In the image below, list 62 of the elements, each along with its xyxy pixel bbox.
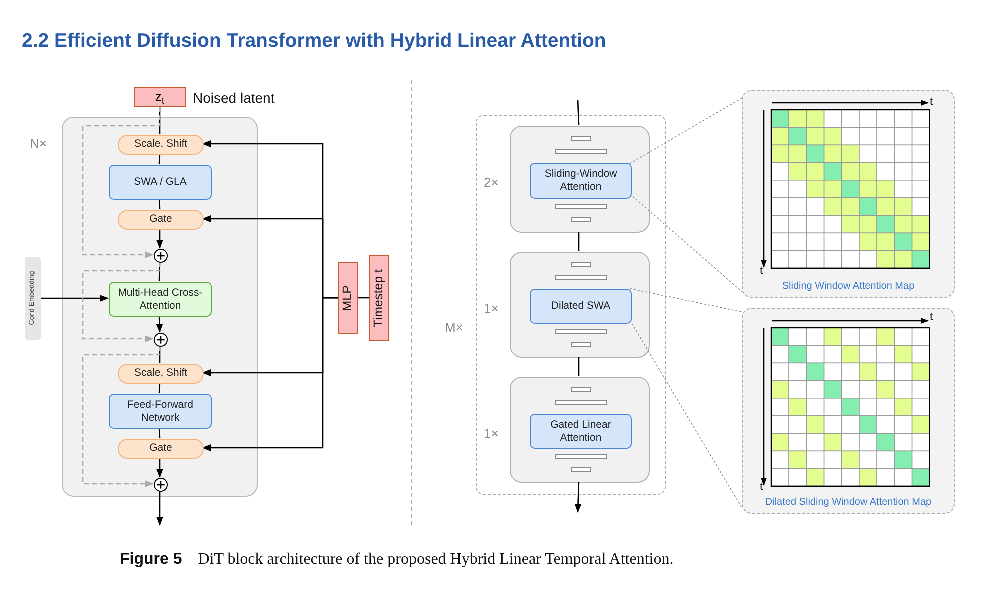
attention-map-panel bbox=[742, 308, 955, 514]
arrow bbox=[41, 295, 109, 302]
connector-line bbox=[158, 382, 161, 394]
axis-label: t bbox=[760, 265, 764, 277]
arrow bbox=[82, 107, 161, 258]
repeat-count: 2× bbox=[484, 174, 499, 192]
attention-box bbox=[530, 163, 632, 199]
connector-line bbox=[158, 428, 161, 438]
repeat-count: 1× bbox=[484, 425, 499, 443]
node-label: Gate bbox=[148, 212, 174, 228]
connector-line bbox=[578, 232, 580, 251]
connector-line bbox=[358, 297, 369, 299]
section-title: 2.2 Efficient Diffusion Transformer with Hybrid Linear Attention bbox=[22, 29, 606, 54]
axis-label: t bbox=[930, 311, 934, 323]
vertical-box bbox=[369, 255, 389, 341]
node-label: Gate bbox=[148, 441, 174, 456]
figure-caption: Figure 5 DiT block architecture of the proposed Hybrid Linear Temporal Attention. bbox=[120, 550, 674, 570]
node-label: SWA / GLA bbox=[133, 176, 188, 189]
node-label: Scale, Shift bbox=[133, 137, 189, 152]
arrow bbox=[156, 316, 164, 333]
arrow bbox=[156, 458, 164, 478]
connector-line bbox=[577, 100, 580, 126]
attention-box bbox=[530, 414, 632, 449]
attention-box bbox=[530, 289, 632, 324]
arrow bbox=[156, 229, 164, 249]
arrow bbox=[202, 297, 338, 452]
node-label: Sliding-Window Attention bbox=[544, 168, 618, 194]
arrow bbox=[574, 482, 582, 513]
rotated-label: Timestep t bbox=[370, 269, 387, 327]
modulation-pill bbox=[118, 135, 204, 155]
connector-line bbox=[158, 154, 161, 164]
vertical-box bbox=[338, 262, 358, 334]
connector-line bbox=[158, 198, 161, 210]
repeat-count: M× bbox=[445, 319, 464, 337]
axis-label: t bbox=[760, 481, 764, 493]
arrow bbox=[82, 262, 161, 342]
rotated-label: MLP bbox=[340, 285, 356, 311]
attention-box bbox=[109, 282, 212, 317]
axis-label: t bbox=[930, 96, 934, 108]
connector-line bbox=[578, 357, 580, 376]
node-label: z$_{t}$ bbox=[154, 88, 166, 107]
connector-line bbox=[630, 98, 742, 164]
embedding-tag bbox=[25, 257, 41, 340]
modulation-pill bbox=[118, 439, 204, 459]
map-caption: Sliding Window Attention Map bbox=[781, 280, 916, 294]
connector-line bbox=[630, 288, 742, 313]
attention-box bbox=[109, 165, 212, 200]
attention-box bbox=[109, 394, 212, 429]
repeat-count: N× bbox=[30, 135, 47, 153]
node-label: Scale, Shift bbox=[133, 366, 189, 382]
modulation-pill bbox=[118, 364, 204, 384]
arrow bbox=[82, 346, 161, 488]
side-label: Noised latent bbox=[193, 89, 275, 108]
attention-map-panel bbox=[742, 90, 955, 298]
arrow bbox=[156, 491, 164, 526]
modulation-pill bbox=[118, 210, 204, 230]
node-label: Multi-Head Cross-Attention bbox=[117, 286, 204, 312]
repeat-count: 1× bbox=[484, 300, 499, 318]
map-caption: Dilated Sliding Window Attention Map bbox=[764, 496, 933, 510]
node-label: Dilated SWA bbox=[550, 300, 612, 313]
node-label: Gated Linear Attention bbox=[550, 418, 612, 444]
node-label: Feed-Forward Network bbox=[126, 398, 194, 424]
